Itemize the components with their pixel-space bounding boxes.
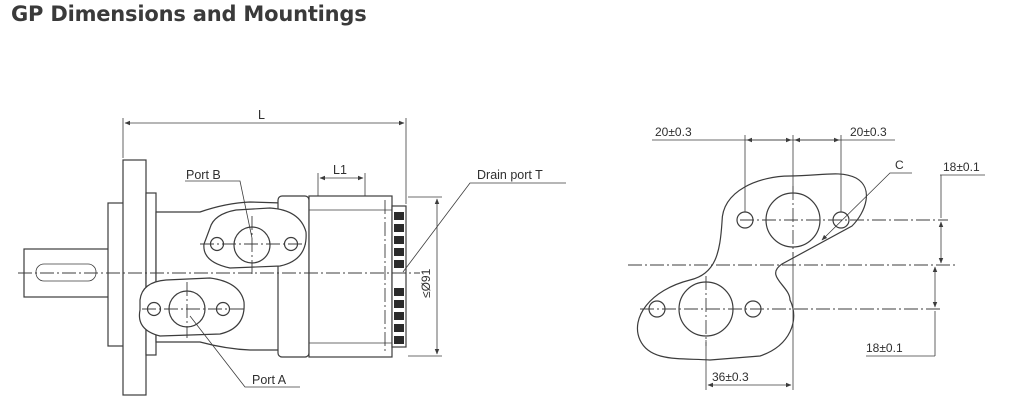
side-view-drawing: L L1 Port B Port A Drain port T ≤Ø91 bbox=[18, 108, 566, 396]
mounting-flange bbox=[122, 159, 147, 396]
thread-label: C bbox=[895, 158, 904, 172]
port-a-label: Port A bbox=[252, 373, 287, 387]
top-left-spacing-label: 20±0.3 bbox=[655, 125, 692, 139]
port-b-leader bbox=[185, 180, 253, 239]
lower-offset-label: 18±0.1 bbox=[866, 341, 903, 355]
port-face-view-drawing: 20±0.3 20±0.3 C 18±0.1 18±0.1 36±0.3 bbox=[628, 125, 985, 390]
drain-port-leader bbox=[402, 182, 566, 273]
port-b-flange bbox=[203, 207, 307, 269]
diameter-label: ≤Ø91 bbox=[419, 268, 433, 298]
length-label: L bbox=[258, 108, 265, 122]
port-a-leader bbox=[189, 315, 300, 388]
drain-port-label: Drain port T bbox=[477, 168, 543, 182]
bottom-spacing-label: 36±0.3 bbox=[712, 370, 749, 384]
thread-leader bbox=[821, 172, 912, 241]
port-b-label: Port B bbox=[186, 168, 221, 182]
top-right-spacing-label: 20±0.3 bbox=[850, 125, 887, 139]
port-a-flange bbox=[138, 277, 245, 337]
port-face-outline bbox=[636, 173, 867, 361]
end-cap-bolts bbox=[394, 212, 404, 344]
upper-offset-label: 18±0.1 bbox=[943, 160, 980, 174]
l1-label: L1 bbox=[333, 163, 347, 177]
page-title: GP Dimensions and Mountings bbox=[11, 2, 367, 26]
